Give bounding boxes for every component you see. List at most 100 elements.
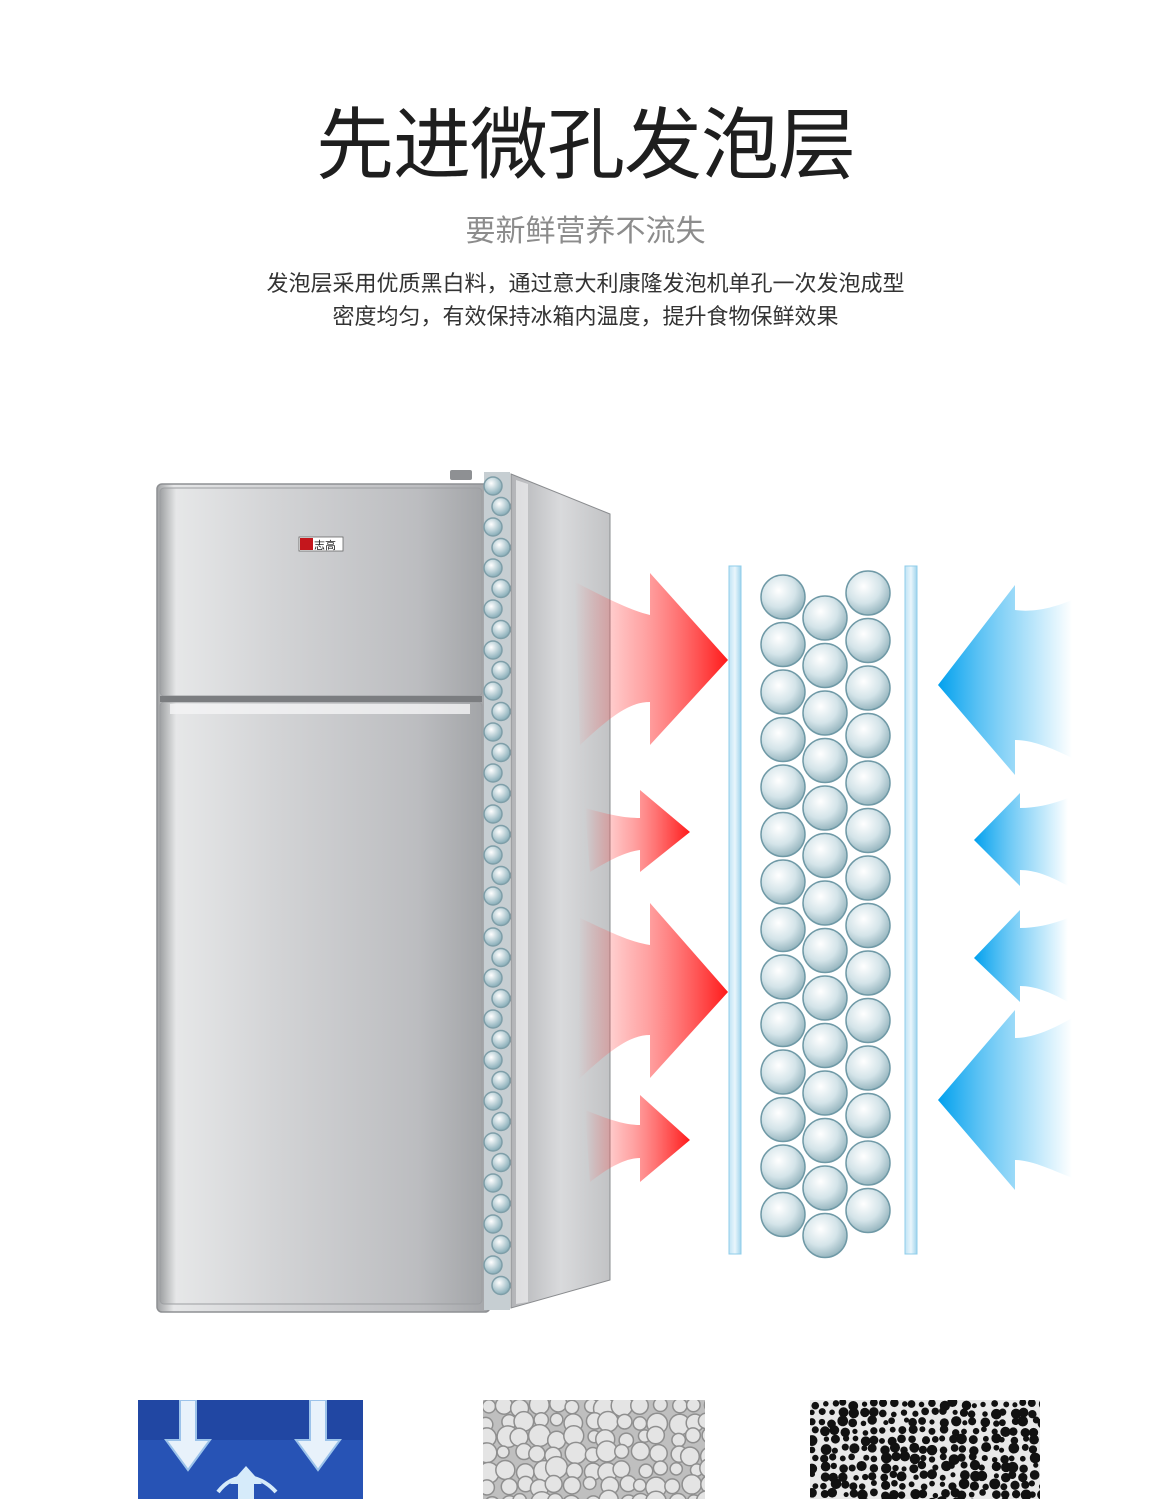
foam-pore [908,1435,916,1444]
foam-cell [701,1428,705,1443]
foam-pore [880,1445,890,1455]
foam-pore [878,1437,885,1444]
foam-pore [849,1482,858,1491]
foam-cell [582,1476,597,1491]
foam-pore [888,1417,895,1425]
foam-pore [820,1454,829,1463]
foam-pore [939,1407,947,1415]
foam-pore [1003,1401,1010,1408]
foam-cell [616,1413,633,1430]
foam-pore [823,1401,829,1407]
foam-pore [857,1489,868,1499]
foam-pore [1019,1455,1026,1462]
foam-pore [900,1409,908,1416]
foam-pore [959,1408,969,1417]
foam-bubble [483,763,503,783]
foam-pore [838,1472,848,1482]
foam-bubble [802,927,848,974]
foam-pore [843,1492,849,1498]
blue-cold-arrow [938,1010,1072,1190]
foam-pore [868,1407,879,1417]
foam-cell [496,1445,510,1459]
foam-pore [993,1444,1000,1451]
foam-bubble [845,1045,891,1091]
foam-bubble [483,1091,503,1111]
brand-logo: 志高 [314,538,336,552]
foam-pore [912,1410,919,1417]
foam-pore [928,1456,936,1463]
foam-pore [848,1407,859,1419]
fine-foam-texture-icon [483,1400,705,1499]
foam-pore [902,1401,908,1407]
foam-pore [939,1481,946,1487]
foam-pore [810,1409,815,1416]
foam-bubble [760,811,806,858]
foam-bubble [760,716,806,763]
red-heat-arrow [578,903,728,1080]
foam-pore [921,1436,931,1445]
foam-bubble [491,619,511,640]
foam-bubble [491,824,511,845]
foam-pore [1000,1483,1008,1491]
foam-pore [960,1461,968,1469]
foam-pore [853,1475,859,1481]
foam-bubble [802,1117,848,1164]
foam-pore [1011,1490,1021,1499]
foam-pore [929,1480,935,1487]
foam-bubble [845,997,891,1044]
foam-cell [544,1474,563,1494]
foam-pore [991,1433,1002,1444]
foam-cell [564,1400,580,1415]
foam-pore [848,1453,855,1461]
foam-pore [829,1425,840,1436]
foam-cell [684,1427,702,1444]
foam-bubble [483,1214,503,1234]
description-line-2: 密度均匀，有效保持冰箱内温度，提升食物保鲜效果 [332,305,839,330]
foam-pore [897,1491,906,1499]
foam-bubble [845,807,891,854]
red-heat-arrow [585,790,690,872]
foam-pore [852,1428,858,1435]
foam-cell [699,1458,705,1478]
foam-bubble [491,1070,511,1091]
foam-pore [931,1436,939,1443]
foam-pore [1021,1443,1029,1451]
foam-pore [981,1426,987,1433]
foam-bubble [802,1212,848,1259]
foam-pore [1028,1427,1039,1438]
foam-pore [1037,1490,1040,1499]
foam-cell [681,1473,703,1495]
foam-cell [679,1446,701,1467]
foam-bubble [802,642,848,689]
foam-pore [869,1400,878,1407]
foam-pore [820,1444,832,1455]
foam-pore [878,1409,887,1418]
foam-pore [830,1478,842,1490]
foam-cell [652,1400,668,1413]
foam-cell [703,1400,705,1410]
foam-bubble [491,1111,511,1132]
foam-pore [980,1417,991,1428]
foam-pore [889,1470,898,1479]
foam-bubble [491,865,511,886]
foam-pore [1038,1484,1040,1489]
foam-cell [512,1492,527,1499]
foam-pore [881,1452,892,1464]
foam-pore [1018,1472,1028,1483]
foam-cell [671,1432,687,1448]
foam-pore [1010,1408,1022,1419]
foam-bubble [483,1255,503,1275]
foam-pore [1000,1455,1009,1464]
foam-pore [950,1444,959,1452]
cold-air-icon [138,1400,363,1499]
foam-cell [613,1443,630,1460]
foam-bubble [483,476,503,496]
fridge-image: 志高 [156,470,611,1313]
foam-pore [968,1435,978,1445]
foam-cell [621,1494,637,1499]
foam-pore [881,1491,890,1499]
foam-pore [869,1435,879,1445]
foam-bubble [491,1029,511,1050]
foam-pore [949,1434,958,1444]
foam-bubble [483,681,503,701]
